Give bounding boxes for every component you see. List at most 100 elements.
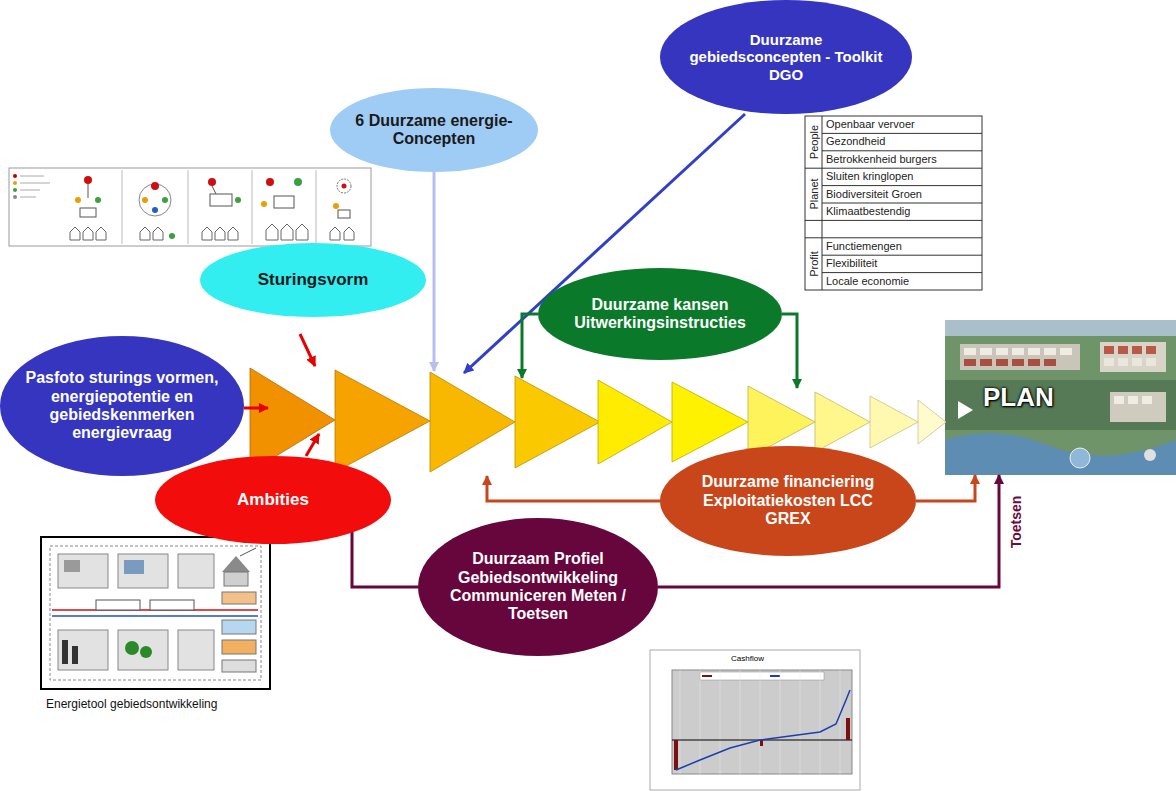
control-forms-illustration — [95, 197, 101, 203]
cashflow-chart — [720, 670, 721, 774]
ellipse-node: Duurzame financiering Exploitatiekosten … — [660, 446, 916, 556]
control-forms-illustration — [20, 176, 44, 177]
input-arrows — [782, 314, 797, 388]
process-triangles — [918, 400, 946, 444]
text-group: Duurzame financiering Exploitatiekosten … — [683, 473, 893, 528]
cashflow-chart — [680, 670, 681, 774]
ppp-table — [822, 203, 982, 204]
table-cell: Klimaatbestendig — [826, 203, 910, 220]
control-forms-illustration — [83, 227, 93, 240]
plan-render — [1044, 359, 1056, 366]
cashflow-chart — [760, 670, 761, 774]
node-text: Sturingsvorm — [258, 270, 369, 290]
control-forms-illustration — [153, 227, 163, 240]
text-group: Duurzame gebiedsconcepten - Toolkit DGO — [683, 31, 890, 83]
energy-tool-illustration — [224, 572, 248, 586]
plan-render — [1012, 359, 1024, 366]
cashflow-chart — [676, 690, 850, 770]
control-forms-illustration — [20, 197, 36, 198]
control-forms-illustration — [316, 170, 317, 244]
energy-tool-illustration — [125, 641, 139, 655]
process-triangles — [515, 376, 600, 468]
control-forms-illustration — [202, 227, 212, 240]
process-triangles — [598, 380, 672, 464]
cashflow-chart — [650, 650, 860, 790]
process-triangles — [870, 396, 918, 448]
control-forms-illustration — [338, 210, 350, 218]
table-cell: Functiemengen — [826, 238, 902, 255]
energy-tool-illustration — [124, 560, 144, 574]
energy-tool-illustration — [52, 615, 258, 617]
plan-render — [996, 359, 1008, 366]
connector-arrow — [916, 475, 975, 501]
plan-render — [945, 380, 1176, 430]
plan-render — [980, 348, 992, 355]
control-forms-illustration — [9, 168, 371, 246]
control-forms-illustration — [337, 179, 351, 193]
control-forms-illustration — [152, 207, 158, 213]
control-forms-illustration — [122, 170, 123, 244]
group-label: People — [808, 125, 819, 159]
control-forms-illustration — [70, 227, 80, 240]
energy-tool-illustration — [118, 630, 168, 670]
cashflow-chart — [700, 670, 701, 774]
control-forms-illustration — [20, 183, 50, 184]
control-forms-illustration — [333, 203, 339, 209]
energy-tool-illustration — [240, 548, 256, 556]
plan-render — [1070, 448, 1090, 468]
plan-render — [1128, 396, 1138, 404]
plan-node: PLAN — [945, 320, 1176, 475]
plan-render — [1118, 358, 1128, 366]
ellipse-node: Duurzame kansen Uitwerkingsinstructies — [538, 268, 782, 360]
plan-render — [1110, 392, 1166, 422]
ppp-table — [822, 150, 982, 151]
text-group: Sturingsvorm — [221, 270, 406, 290]
energy-tool-illustration — [118, 554, 168, 588]
control-forms-illustration — [9, 168, 371, 246]
input-arrows — [244, 407, 268, 410]
ppp-table — [805, 116, 982, 290]
ellipse-node: Duurzame gebiedsconcepten - Toolkit DGO — [660, 0, 912, 114]
text-group: Pasfoto sturings vormen, energiepotentie… — [22, 369, 222, 443]
energy-tool-illustration — [222, 592, 256, 604]
control-forms-illustration — [266, 224, 278, 240]
control-forms-illustration — [13, 174, 17, 178]
control-forms-illustration — [228, 227, 238, 240]
energy-tool-illustration — [41, 537, 270, 689]
node-text: Duurzaam Profiel Gebiedsontwikkeling Com… — [440, 550, 637, 624]
energy-tool-illustration — [150, 600, 194, 610]
cashflow-chart — [702, 675, 712, 677]
cashflow-chart — [770, 675, 780, 677]
table-cell: Locale economie — [826, 273, 909, 290]
cashflow-chart — [672, 670, 852, 774]
energy-tool-illustration — [41, 537, 270, 689]
control-forms-illustration — [330, 227, 340, 240]
control-forms-illustration — [140, 227, 150, 240]
plan-render — [1104, 346, 1114, 354]
ppp-table — [822, 185, 982, 186]
ellipse-node: Ambities — [155, 456, 391, 544]
cashflow-chart — [650, 650, 860, 790]
text-group: Ambities — [176, 490, 370, 510]
control-forms-illustration — [169, 233, 175, 239]
input-arrows — [433, 172, 436, 371]
plan-render — [1028, 359, 1040, 366]
control-forms-illustration — [210, 194, 232, 206]
input-arrows — [306, 434, 319, 456]
control-forms-illustration — [88, 184, 89, 198]
ellipse-shape — [330, 88, 538, 172]
process-triangles — [430, 372, 515, 472]
energy-tool-illustration — [58, 630, 108, 670]
plan-render — [1028, 348, 1040, 355]
process-triangles — [335, 370, 430, 472]
ppp-table — [805, 220, 982, 221]
control-forms-illustration — [261, 201, 267, 207]
cashflow-chart — [840, 670, 841, 774]
input-arrows — [522, 314, 538, 378]
cashflow-chart — [740, 670, 741, 774]
energy-tool-illustration — [222, 556, 250, 572]
control-forms-illustration — [208, 178, 216, 186]
plan-render — [996, 348, 1008, 355]
illustration-caption: Energietool gebiedsontwikkeling — [46, 696, 217, 712]
plan-render — [958, 401, 973, 419]
